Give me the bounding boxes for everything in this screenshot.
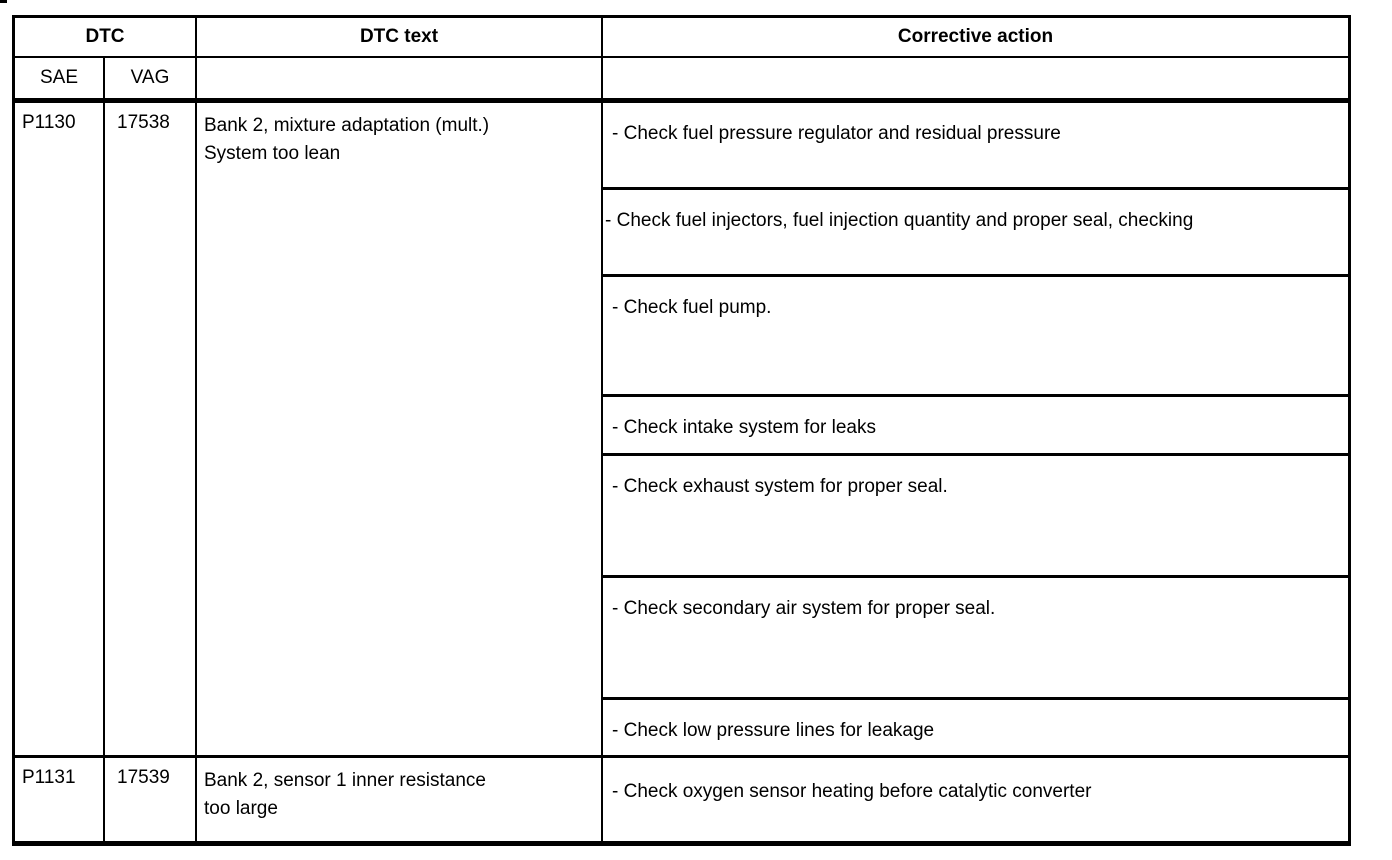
vag-code-cell: 17538 [105,103,197,758]
dtc-text-line: Bank 2, sensor 1 inner resistance [204,770,486,791]
header-dtc-text: DTC text [197,18,603,58]
sae-code-cell: P1131 [15,758,105,841]
subheader-dtc-text-empty [197,58,603,103]
corrective-action-item: - Check intake system for leaks [603,397,1348,456]
subheader-sae: SAE [15,58,105,103]
header-dtc: DTC [15,18,197,58]
corrective-actions-cell: - Check fuel pressure regulator and resi… [603,103,1348,758]
corrective-action-item: - Check fuel injectors, fuel injection q… [603,190,1348,277]
corrective-action-item: - Check exhaust system for proper seal. [603,456,1348,578]
dtc-text-line: Bank 2, mixture adaptation (mult.) [204,115,490,136]
dtc-table: DTC DTC text Corrective action SAE VAG P… [12,15,1351,846]
corrective-action-item: - Check fuel pump. [603,277,1348,397]
corrective-action-item: - Check low pressure lines for leakage [612,720,935,741]
corrective-action-item: - Check fuel pressure regulator and resi… [603,103,1348,190]
dtc-text-line: too large [204,798,278,819]
sae-code-cell: P1130 [15,103,105,758]
vag-code-cell: 17539 [105,758,197,841]
dtc-text-cell: Bank 2, sensor 1 inner resistance too la… [197,758,603,841]
header-corrective-action: Corrective action [603,18,1348,58]
scan-artifact-top-left [0,0,7,3]
corrective-action-item: - Check secondary air system for proper … [603,578,1348,700]
subheader-corrective-empty [603,58,1348,103]
corrective-action-item: - Check oxygen sensor heating before cat… [612,781,1092,802]
dtc-text-cell: Bank 2, mixture adaptation (mult.) Syste… [197,103,603,758]
dtc-text-line: System too lean [204,143,341,164]
subheader-vag: VAG [105,58,197,103]
